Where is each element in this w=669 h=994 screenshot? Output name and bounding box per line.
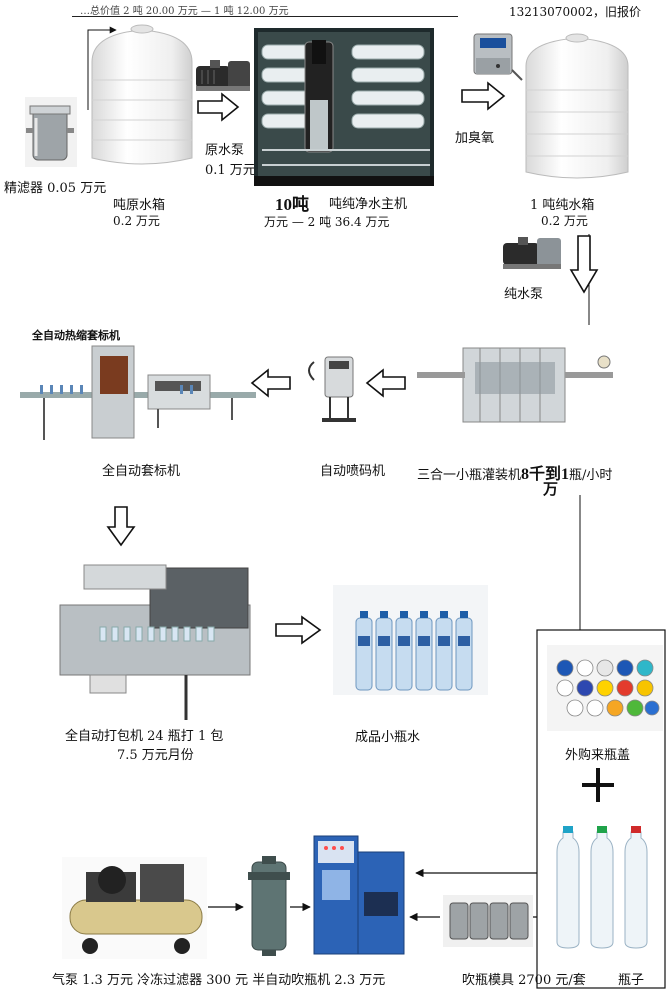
product-label: 成品小瓶水	[355, 730, 421, 745]
filler-label-suffix: 瓶/小时	[569, 468, 613, 483]
packer-label-line1: 全自动打包机 24 瓶打 1 包	[65, 729, 224, 744]
arrow-left-1	[250, 368, 291, 398]
arrow-right-3	[275, 615, 322, 645]
caps-label: 外购来瓶盖	[565, 748, 631, 763]
bottles-label: 瓶子	[618, 973, 645, 988]
capacity-label: 10吨	[275, 195, 309, 214]
mold-label: 吹瓶模具 2700 元/套	[462, 973, 586, 988]
raw-pump-price: 0.1 万元	[205, 163, 256, 178]
arrow-down-1	[569, 235, 599, 294]
contact-text: 13213070002，旧报价	[509, 5, 641, 19]
main-unit-label: 吨纯净水主机	[329, 197, 408, 212]
sleeve-labeler-label: 全自动套标机	[102, 464, 181, 479]
raw-tank-label: 吨原水箱	[113, 198, 166, 213]
filter-label: 精滤器 0.05 万元	[4, 181, 107, 196]
arrow-right-1	[197, 92, 240, 122]
pure-pump-label: 纯水泵	[504, 287, 544, 302]
header-cut-text: …总价值 2 吨 20.00 万元 — 1 吨 12.00 万元	[80, 6, 289, 17]
plus-horizontal	[582, 783, 614, 787]
ozone-label: 加臭氧	[455, 131, 495, 146]
raw-pump-label: 原水泵	[205, 143, 245, 158]
filler-capacity: 8千到1	[521, 466, 570, 483]
arrow-down-2	[106, 506, 136, 547]
arrow-right-2	[461, 81, 506, 111]
bottom-cut-text: 气泵 1.3 万元 冷冻过滤器 300 元 半自动吹瓶机 2.3 万元	[52, 973, 386, 988]
packer-label-line2: 7.5 万元月份	[117, 748, 194, 763]
pure-tank-label: 1 吨纯水箱	[530, 198, 595, 213]
filler-price: 万	[543, 482, 559, 498]
inkjet-coder-label: 自动喷码机	[320, 464, 386, 479]
filler-label-prefix: 三合一小瓶灌装机	[417, 468, 522, 483]
sleeve-machine-title: 全自动热缩套标机	[32, 329, 120, 342]
header-rule	[72, 16, 458, 17]
arrow-left-2	[365, 368, 406, 398]
filler-label: 三合一小瓶灌装机8千到1瓶/小时	[417, 460, 612, 484]
